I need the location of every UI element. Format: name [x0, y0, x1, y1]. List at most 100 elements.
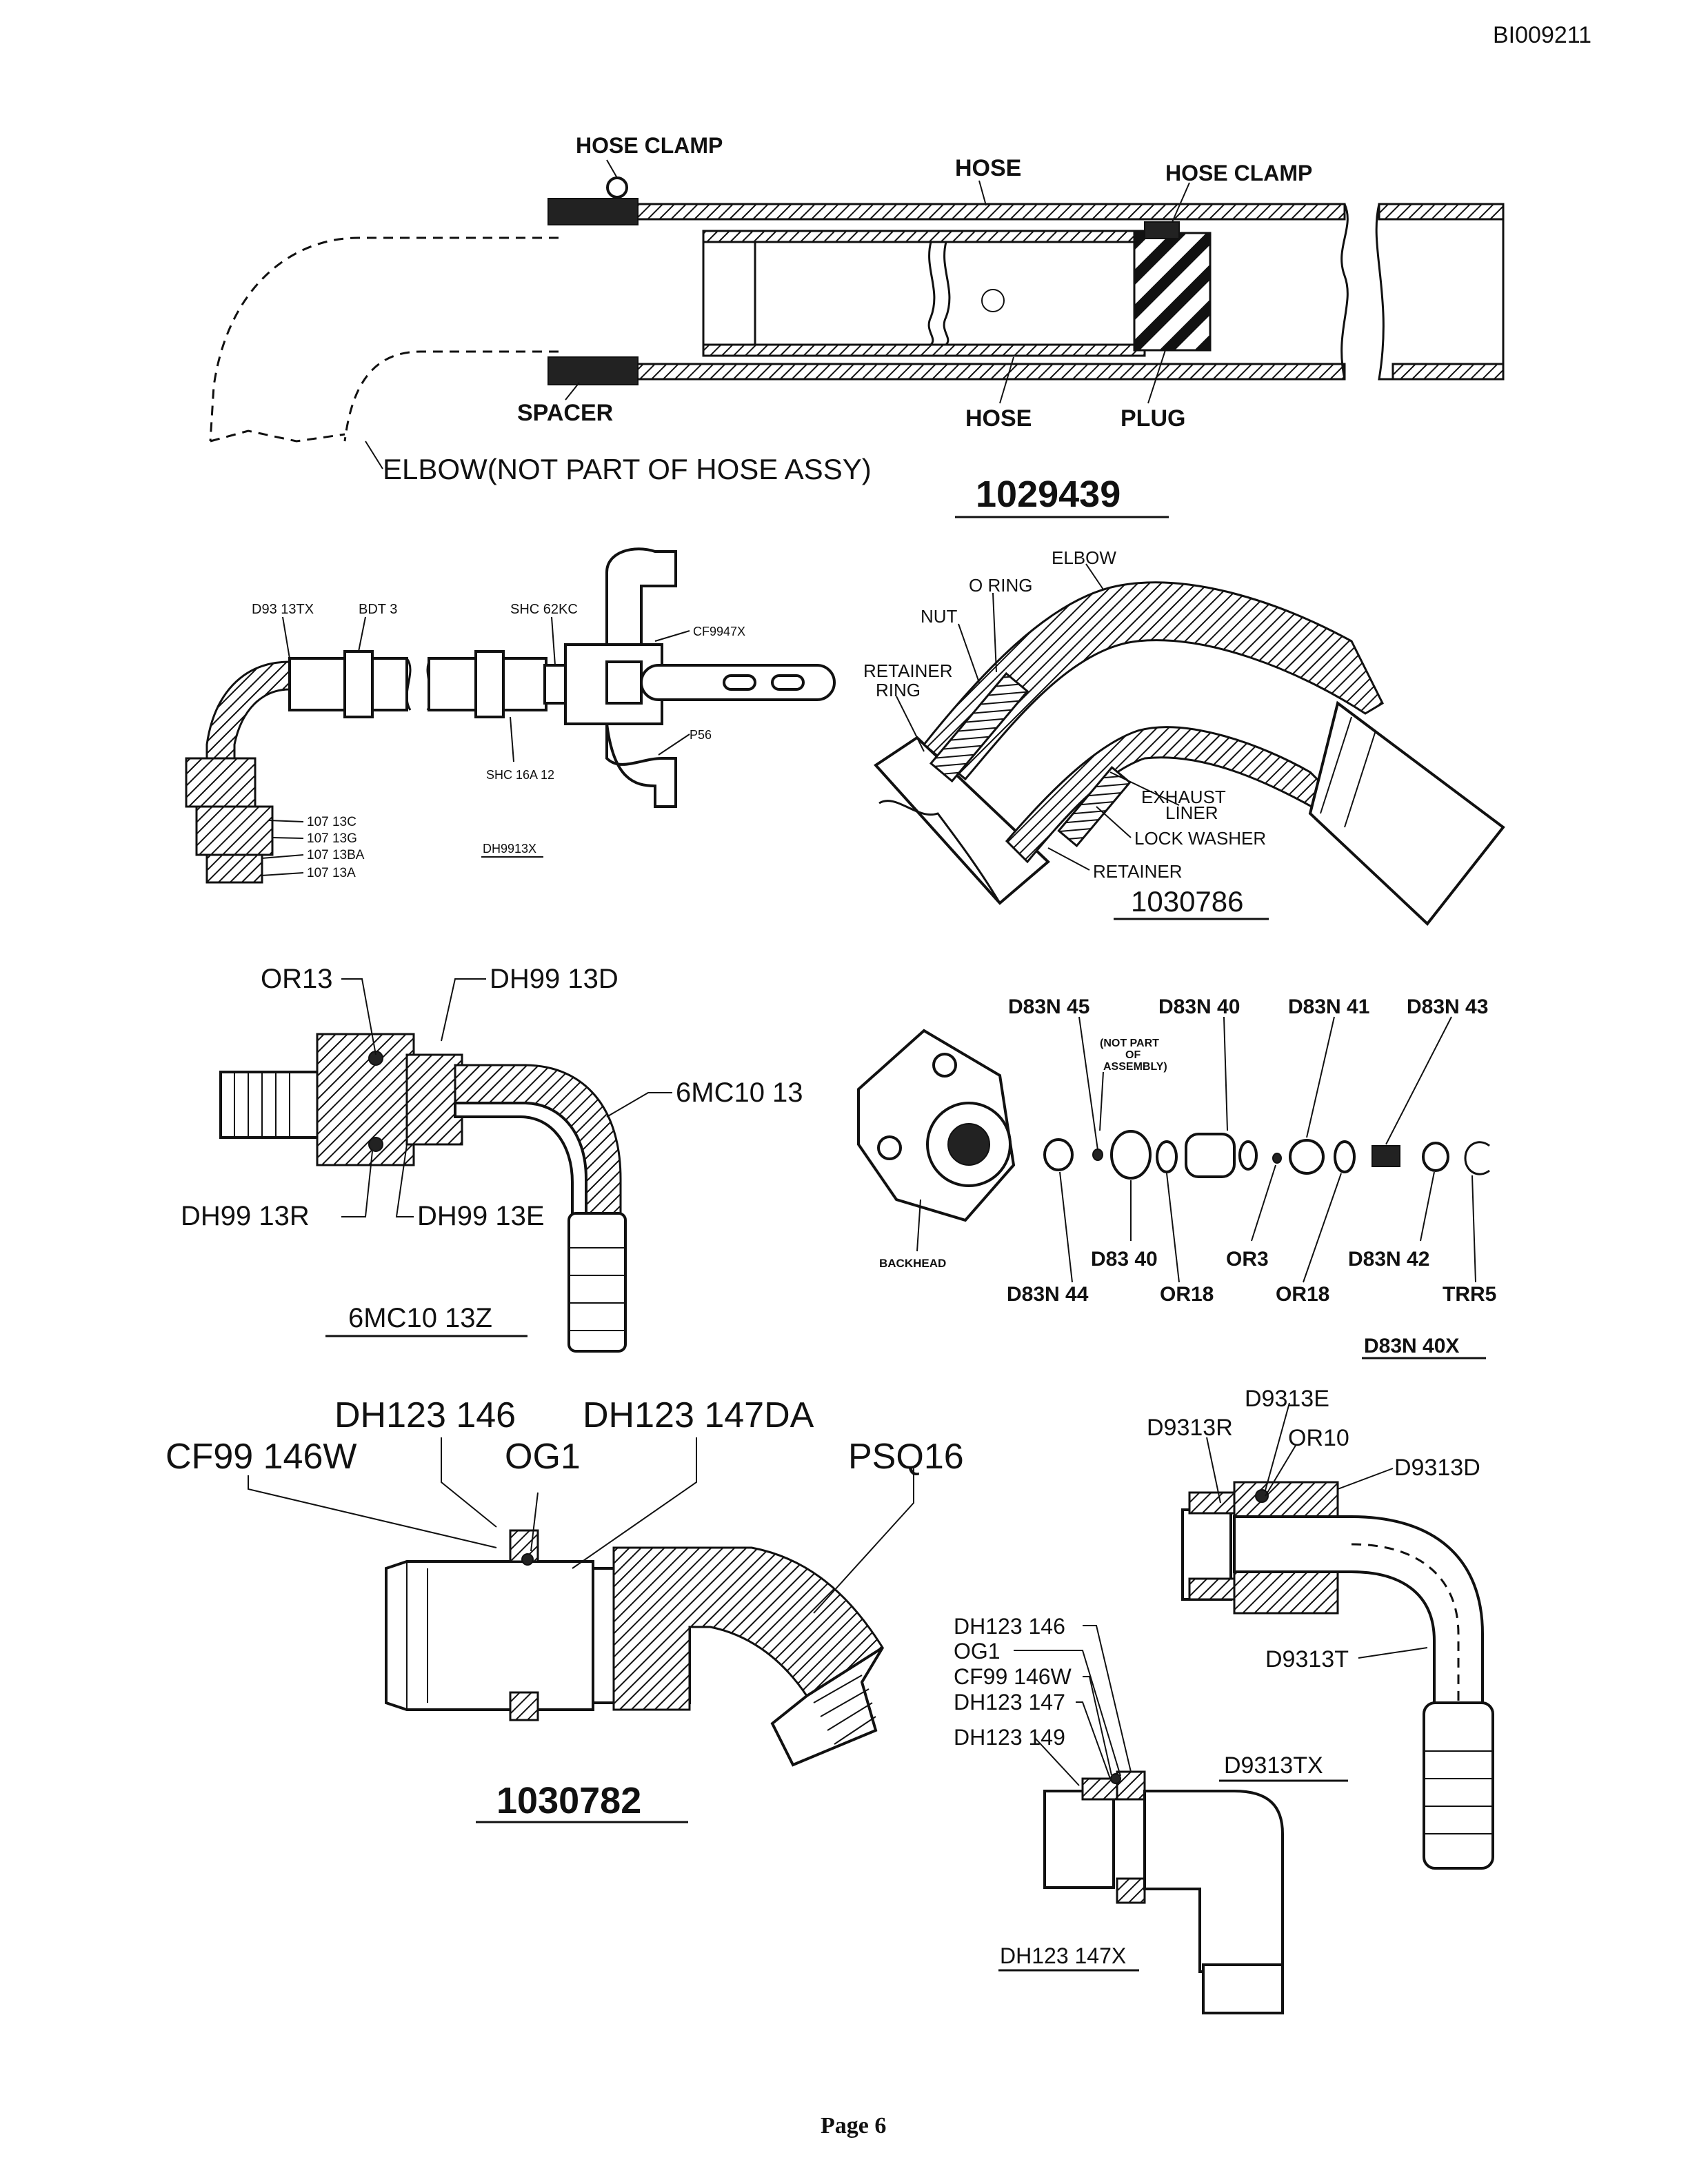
fig3-exhaust-elbow: ELBOW O RING NUT RETAINER RING EXHAUST L…	[863, 547, 1505, 926]
elbow-6mc10-13	[454, 1064, 622, 1222]
inner-tube-bottom	[702, 343, 1146, 357]
label-cf99-146w: CF99 146W	[954, 1664, 1072, 1689]
sleeve-dh99-13e	[405, 1053, 463, 1146]
fig2-hose-valve-assembly: D93 13TX BDT 3 SHC 62KC CF9947X P56 SHC …	[185, 547, 836, 884]
label-d83n40: D83N 40	[1158, 995, 1240, 1018]
backhead-hole-2	[877, 1135, 902, 1160]
part-d83-40	[1110, 1130, 1152, 1180]
part-d83n40-flange	[1238, 1140, 1258, 1171]
fig7-number: D9313TX	[1224, 1752, 1323, 1779]
label-107-13c: 107 13C	[307, 815, 356, 829]
fig4-elbow-fitting: OR13 DH99 13D 6MC10 13 DH99 13R DH99 13E…	[181, 964, 803, 1353]
label-dh123-149: DH123 149	[954, 1725, 1065, 1750]
label-elbow: ELBOW	[1052, 547, 1116, 568]
label-hose-bottom: HOSE	[965, 405, 1032, 432]
fig4-number: 6MC10 13Z	[348, 1303, 492, 1333]
fig7-swivel-fitting: D9313E D9313R OR10 D9313D D9313T D9313TX	[1147, 1386, 1494, 1870]
label-d83n41: D83N 41	[1288, 995, 1369, 1018]
label-or18-a: OR18	[1160, 1283, 1214, 1306]
label-plug: PLUG	[1121, 405, 1185, 432]
label-6mc10-13: 6MC10 13	[676, 1078, 803, 1108]
label-d83n42: D83N 42	[1348, 1248, 1429, 1271]
label-dh123-146: DH123 146	[954, 1614, 1065, 1639]
part-or3	[1272, 1153, 1282, 1164]
fig3-number: 1030786	[1131, 885, 1244, 918]
document-id: BI009211	[1493, 22, 1592, 48]
label-d9313r: D9313R	[1147, 1415, 1233, 1441]
hose-end-bottom	[1391, 363, 1505, 381]
part-d83n40	[1185, 1133, 1236, 1178]
label-retainer: RETAINER	[1093, 861, 1183, 882]
label-or13: OR13	[261, 964, 333, 994]
part-d83n42	[1422, 1142, 1449, 1172]
fig1-hose-assembly: HOSE CLAMP HOSE HOSE CLAMP SPACER HOSE P…	[209, 133, 1505, 518]
valve-port	[605, 660, 643, 705]
hole	[981, 289, 1005, 312]
clamp-shc16a12	[474, 650, 505, 718]
label-d83n45: D83N 45	[1008, 995, 1089, 1018]
elbow-dh123-147	[1143, 1790, 1284, 1973]
sleeve-dh123-149	[1043, 1790, 1115, 1889]
label-107-13a: 107 13A	[307, 866, 356, 880]
plug	[1133, 232, 1212, 352]
label-d83n43: D83N 43	[1407, 995, 1488, 1018]
label-not-part-2: OF	[1125, 1049, 1141, 1061]
fig6-swivel-elbow: DH123 146 DH123 147DA CF99 146W OG1 PSQ1…	[165, 1395, 964, 1823]
label-dh99-13r: DH99 13R	[181, 1201, 310, 1231]
label-d83n44: D83N 44	[1007, 1283, 1089, 1306]
fitting-body	[195, 805, 274, 856]
handle-slot-1	[723, 674, 756, 691]
sleeve-dh123-146	[385, 1560, 594, 1711]
label-exhaust-liner-2: LINER	[1165, 802, 1218, 823]
clamp-screw	[606, 176, 628, 199]
exhaust-flange	[873, 736, 1050, 905]
nut-section	[1116, 1770, 1146, 1801]
label-cf9947x: CF9947X	[693, 625, 745, 638]
hose-clamp-right	[1144, 221, 1180, 239]
spacer	[547, 356, 639, 385]
part-d83n44	[1043, 1138, 1074, 1171]
hose-wall-top	[550, 203, 1346, 221]
label-d83-40: D83 40	[1091, 1248, 1158, 1271]
part-d83n41	[1289, 1139, 1325, 1175]
label-dh99-13d: DH99 13D	[490, 964, 619, 994]
label-dh123-147: DH123 147	[954, 1690, 1065, 1715]
page-number: Page 6	[821, 2113, 887, 2138]
o-ring-or10	[1255, 1489, 1269, 1503]
label-hose-clamp-left: HOSE CLAMP	[576, 133, 723, 158]
label-dh123-147da: DH123 147DA	[583, 1395, 814, 1435]
elbow-outer-wall	[922, 581, 1384, 781]
label-d9313t: D9313T	[1265, 1646, 1349, 1672]
o-ring-og1	[521, 1553, 534, 1566]
label-nut: NUT	[921, 606, 958, 627]
elbow-outlet	[1308, 700, 1505, 926]
fig8-number: DH123 147X	[1000, 1943, 1126, 1968]
label-spacer: SPACER	[517, 400, 613, 426]
label-107-13g: 107 13G	[307, 831, 357, 846]
male-thread	[219, 1071, 325, 1139]
nut	[929, 671, 1029, 783]
label-exhaust-liner-1: EXHAUST	[1141, 787, 1226, 807]
label-d93-13tx: D93 13TX	[252, 602, 314, 617]
nut-dh99-13d	[316, 1033, 415, 1166]
handle-slot-2	[771, 674, 805, 691]
retainer	[1057, 765, 1132, 848]
label-p56: P56	[690, 728, 712, 742]
part-d83n43-spring	[1372, 1145, 1400, 1167]
label-og1: OG1	[954, 1639, 1001, 1664]
inner-tube-top	[702, 230, 1146, 243]
fig8-elbow-assembly: DH123 146 OG1 CF99 146W DH123 147 DH123 …	[954, 1614, 1284, 2014]
label-hose-top: HOSE	[955, 155, 1021, 181]
fitting-tip	[205, 853, 263, 884]
nut-section-bottom	[509, 1691, 539, 1721]
label-psq16: PSQ16	[848, 1437, 964, 1477]
elbow-d9313t	[1233, 1515, 1484, 1711]
elbow-outlet-thread	[770, 1646, 884, 1767]
label-elbow-note: ELBOW(NOT PART OF HOSE ASSY)	[383, 453, 872, 485]
fig5-backhead-exploded: D83N 45 D83N 40 D83N 41 D83N 43 (NOT PAR…	[857, 995, 1496, 1359]
label-or3: OR3	[1226, 1248, 1269, 1271]
label-not-part-3: ASSEMBLY)	[1103, 1061, 1167, 1073]
hose-barb-d9313t	[1423, 1701, 1494, 1870]
label-backhead: BACKHEAD	[879, 1257, 946, 1270]
